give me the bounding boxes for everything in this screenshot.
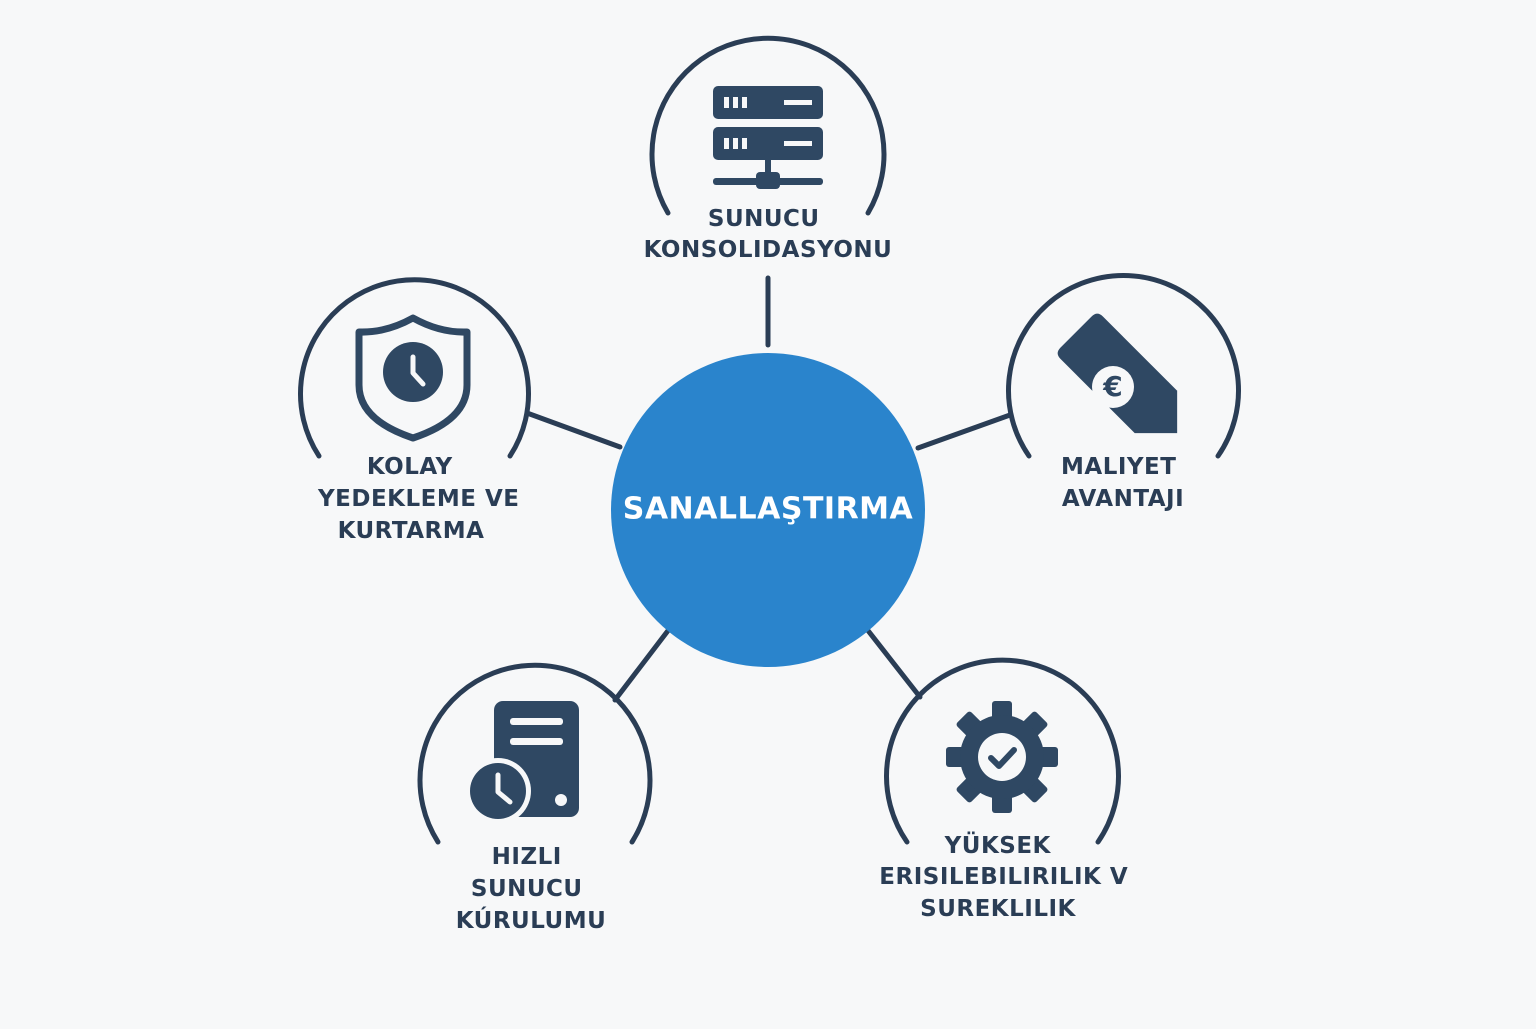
node-label-line: HIZLI [492,844,562,870]
svg-text:€: € [1102,370,1122,403]
connector-backup-recovery [524,410,623,450]
node-label-line: KÚRULUMU [456,906,607,934]
node-high-availability: YÜKSEK ERISILEBILIRILIK V SUREKLILIK [879,657,1136,922]
connector-high-availability [863,625,923,700]
node-label-line: YÜKSEK [944,831,1052,859]
server-rack-icon [713,86,823,189]
connectors [524,275,1013,703]
node-label-line: YEDEKLEME VE [317,486,519,512]
gear-check-icon [946,701,1058,813]
node-label-line: KONSOLIDASYONU [644,237,893,263]
node-cost-advantage: € MALIYET AVANTAJI [1006,273,1241,512]
connector-cost-advantage [915,412,1013,451]
document-clock-icon [465,701,579,824]
node-label-line: SUNUCU [471,876,583,902]
svg-text:MALIYET AVANTAJI: MALIYET AVANTAJI [1061,454,1185,512]
node-label-line: SUNUCU [708,206,820,232]
center-label: SANALLAŞTIRMA [623,492,914,527]
svg-text:YÜKSEK ERISILEBILIRILIK: YÜKSEK ERISILEBILIRILIK V SUREKLILIK [879,831,1136,922]
node-arc [298,277,531,459]
center-hub: SANALLAŞTIRMA [611,353,925,667]
center-circle [611,353,925,667]
node-arc [1006,273,1241,459]
node-server-consolidation: SUNUCU KONSOLIDASYONU [644,35,893,263]
node-label-line: KOLAY [367,454,453,480]
node-fast-server-setup: HIZLI SUNUCU KÚRULUMU [417,662,653,934]
node-arc [649,35,887,216]
shield-clock-icon [355,314,471,442]
node-label-line: AVANTAJI [1062,486,1184,512]
node-label-line: MALIYET [1061,454,1176,480]
node-label-line: ERISILEBILIRILIK V [879,864,1128,890]
svg-text:KOLAY YEDEKLEME VE: KOLAY YEDEKLEME VE KURTARMA [317,454,528,544]
node-backup-recovery: KOLAY YEDEKLEME VE KURTARMA [298,277,531,544]
euro-price-tag-icon: € [1057,313,1178,434]
node-arc [884,657,1121,845]
node-label-line: SUREKLILIK [920,896,1076,922]
node-label-line: KURTARMA [338,518,485,544]
node-arc [417,662,653,845]
svg-text:SUNUCU KONSOLIDASYONU: SUNUCU KONSOLIDASYONU [644,206,893,263]
connector-fast-server-setup [612,625,673,703]
svg-text:HIZLI SUNUCU KÚRUL: HIZLI SUNUCU KÚRULUMU [456,844,607,934]
